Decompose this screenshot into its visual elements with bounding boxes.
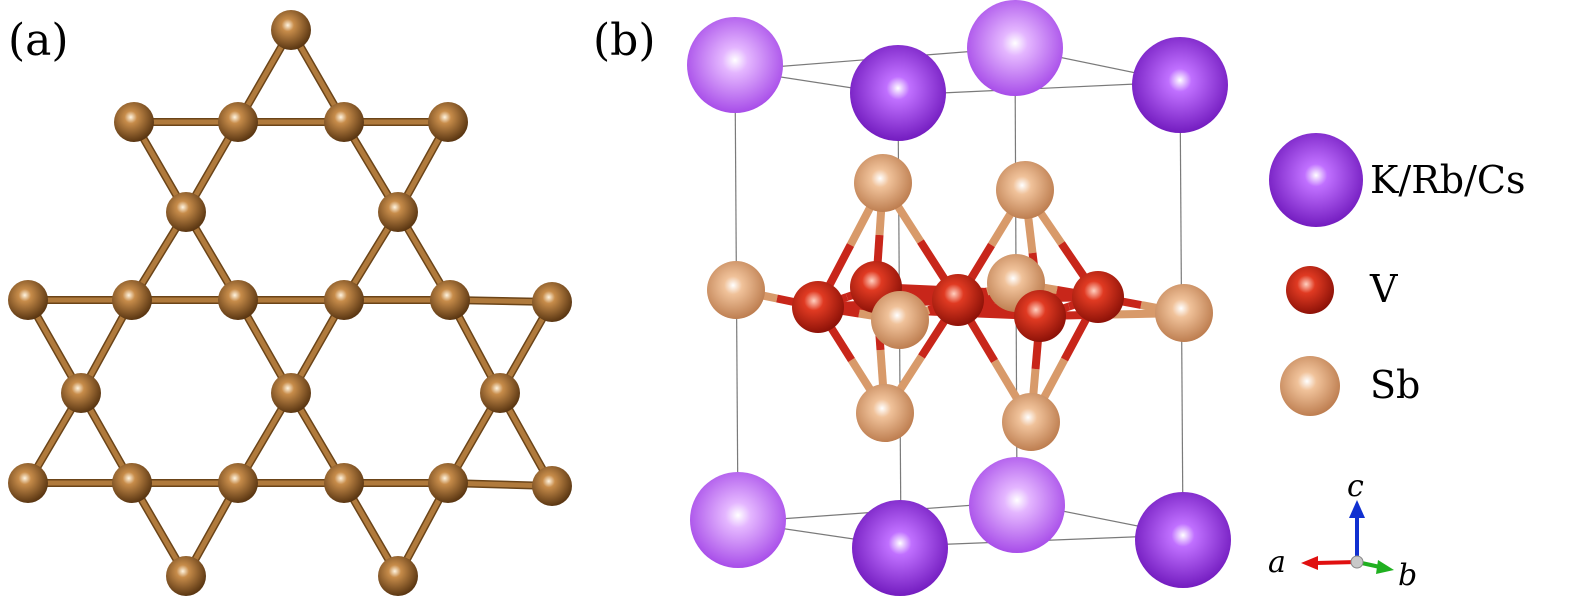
antimony-atom — [854, 154, 912, 212]
axis-triad: c a b — [1268, 469, 1417, 593]
legend-swatch-v — [1286, 266, 1334, 314]
kagome-atom — [218, 463, 258, 503]
kagome-atom — [166, 556, 206, 596]
kagome-atom — [378, 556, 418, 596]
kagome-atom — [428, 102, 468, 142]
axis-origin — [1350, 555, 1364, 569]
antimony-atom — [996, 161, 1054, 219]
axis-a-arrow — [1315, 560, 1358, 565]
kagome-atom — [8, 463, 48, 503]
kagome-atom — [61, 373, 101, 413]
alkali-atom-back — [690, 472, 786, 568]
vanadium-atom — [932, 274, 984, 326]
kagome-atom — [532, 466, 572, 506]
v-sb-atoms — [707, 154, 1213, 451]
kagome-atom — [430, 280, 470, 320]
antimony-atom — [856, 384, 914, 442]
kagome-atom — [324, 280, 364, 320]
vanadium-atom — [1014, 290, 1066, 342]
alkali-atom-back — [687, 17, 783, 113]
kagome-bonds — [24, 26, 556, 580]
kagome-atom — [378, 192, 418, 232]
alkali-atom-back — [967, 0, 1063, 96]
alkali-atom-front — [1132, 37, 1228, 133]
kagome-atom — [166, 192, 206, 232]
unit-cell-structure — [687, 0, 1231, 596]
axis-c-arrowhead — [1349, 500, 1365, 518]
antimony-atom — [871, 291, 929, 349]
kagome-atom — [480, 373, 520, 413]
kagome-atom — [428, 463, 468, 503]
kagome-atom — [324, 463, 364, 503]
kagome-atom — [112, 463, 152, 503]
legend-swatch-alkali — [1269, 133, 1363, 227]
alkali-atom-front — [850, 45, 946, 141]
kagome-atom — [218, 280, 258, 320]
antimony-atom — [1002, 393, 1060, 451]
axis-a-arrowhead — [1301, 556, 1318, 570]
alkali-atom-front — [852, 500, 948, 596]
kagome-atom — [324, 102, 364, 142]
alkali-atom-back — [969, 457, 1065, 553]
legend-label-v: V — [1369, 267, 1398, 311]
antimony-atom — [707, 261, 765, 319]
legend: K/Rb/Cs V Sb — [1269, 133, 1526, 416]
kagome-atom — [218, 102, 258, 142]
vanadium-atom — [792, 281, 844, 333]
axis-label-c: c — [1347, 469, 1364, 504]
kagome-atom — [114, 102, 154, 142]
panel-label-a: (a) — [8, 15, 69, 66]
kagome-atoms — [8, 10, 572, 596]
kagome-atom — [532, 282, 572, 322]
axis-label-a: a — [1268, 545, 1286, 580]
antimony-atom — [1155, 284, 1213, 342]
legend-label-sb: Sb — [1370, 363, 1420, 407]
kagome-atom — [8, 280, 48, 320]
legend-label-alkali: K/Rb/Cs — [1370, 158, 1526, 202]
kagome-lattice — [8, 10, 572, 596]
axis-label-b: b — [1398, 558, 1417, 593]
axis-b-arrowhead — [1376, 560, 1394, 574]
alkali-atoms-front — [850, 37, 1231, 596]
kagome-atom — [112, 280, 152, 320]
alkali-atoms-back — [687, 0, 1065, 568]
panel-label-b: (b) — [593, 15, 656, 66]
legend-swatch-sb — [1280, 356, 1340, 416]
alkali-atom-front — [1135, 492, 1231, 588]
kagome-atom — [271, 373, 311, 413]
kagome-atom — [271, 10, 311, 50]
vanadium-atom — [1072, 271, 1124, 323]
